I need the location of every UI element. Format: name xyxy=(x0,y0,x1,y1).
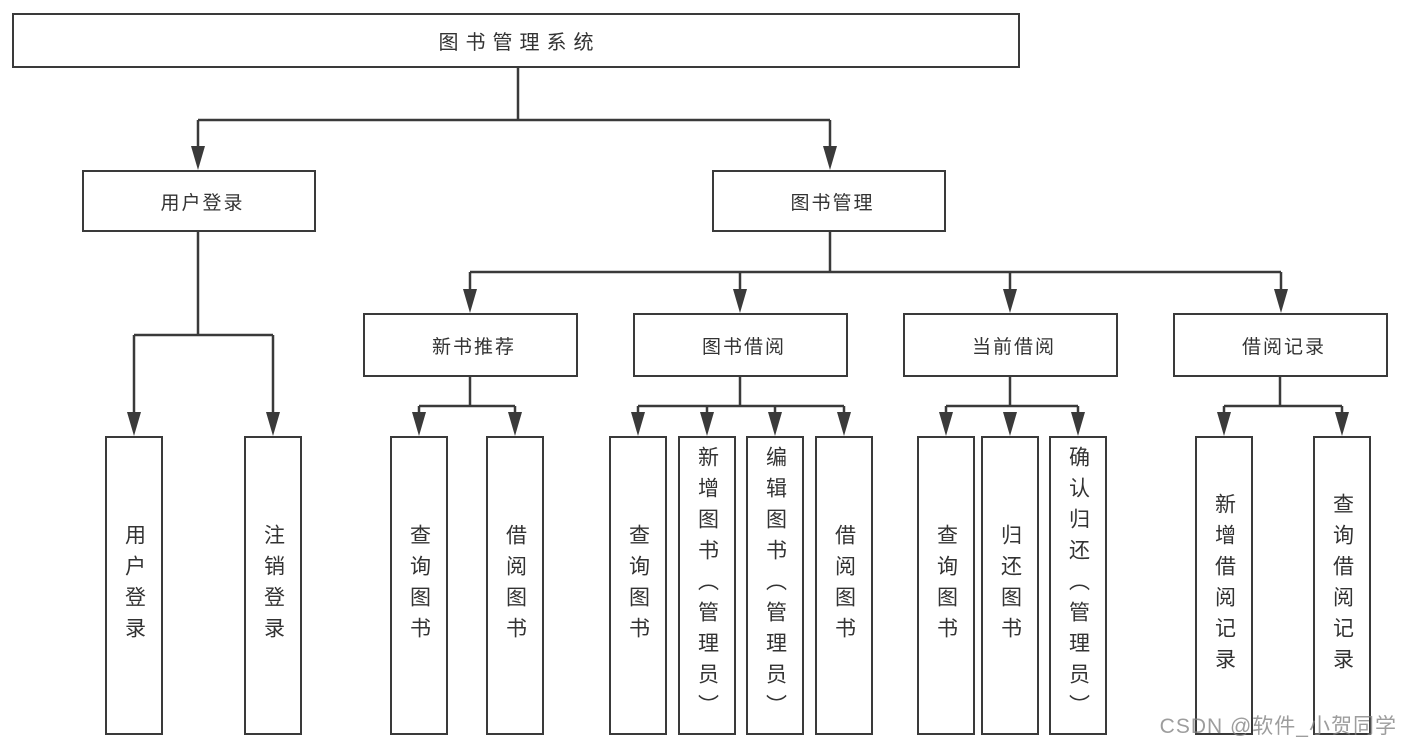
node-label: 借阅图书 xyxy=(832,523,856,648)
leaf-user-login: 用户登录 xyxy=(105,436,163,735)
node-label: 新书推荐 xyxy=(431,336,516,358)
arrow-down-icon xyxy=(733,289,747,313)
node-label: 新增图书（管理员） xyxy=(695,446,719,725)
arrow-down-icon xyxy=(463,289,477,313)
node-label: 归还图书 xyxy=(998,523,1022,648)
node-label: 用户登录 xyxy=(160,192,245,214)
arrow-down-icon xyxy=(823,146,837,170)
node-book-management: 图书管理 xyxy=(712,170,946,232)
arrow-down-icon xyxy=(631,412,645,436)
node-label: 借阅图书 xyxy=(503,523,527,648)
node-label: 确认归还（管理员） xyxy=(1066,446,1090,725)
arrow-down-icon xyxy=(412,412,426,436)
arrow-down-icon xyxy=(837,412,851,436)
arrow-down-icon xyxy=(191,146,205,170)
arrow-down-icon xyxy=(939,412,953,436)
node-label: 新增借阅记录 xyxy=(1212,492,1236,679)
connector-new-book-to-leaves xyxy=(417,377,517,413)
leaf-borrow-books-borrowing: 借阅图书 xyxy=(815,436,873,735)
connector-borrow-records-to-leaves xyxy=(1222,377,1344,413)
arrow-down-icon xyxy=(127,412,141,436)
arrow-down-icon xyxy=(1003,412,1017,436)
node-label: 查询借阅记录 xyxy=(1330,492,1354,679)
arrow-down-icon xyxy=(1217,412,1231,436)
arrow-down-icon xyxy=(1071,412,1085,436)
leaf-return-books: 归还图书 xyxy=(981,436,1039,735)
connector-root-to-l2 xyxy=(196,68,832,148)
arrow-down-icon xyxy=(266,412,280,436)
node-library-management-system: 图书管理系统 xyxy=(12,13,1020,68)
node-label: 借阅记录 xyxy=(1241,336,1326,358)
leaf-query-books-current: 查询图书 xyxy=(917,436,975,735)
node-label: 注销登录 xyxy=(261,523,285,648)
connector-book-management-to-l3 xyxy=(468,232,1283,290)
node-label: 当前借阅 xyxy=(971,336,1056,358)
arrow-down-icon xyxy=(700,412,714,436)
leaf-query-borrow-record: 查询借阅记录 xyxy=(1313,436,1371,735)
node-user-login: 用户登录 xyxy=(82,170,316,232)
node-label: 编辑图书（管理员） xyxy=(763,446,787,725)
node-label: 查询图书 xyxy=(626,523,650,648)
node-label: 用户登录 xyxy=(122,523,146,648)
node-label: 查询图书 xyxy=(407,523,431,648)
node-label: 图书管理 xyxy=(790,192,875,214)
connector-user-login-to-leaves xyxy=(132,232,275,413)
arrow-down-icon xyxy=(1274,289,1288,313)
leaf-add-borrow-record: 新增借阅记录 xyxy=(1195,436,1253,735)
arrow-down-icon xyxy=(768,412,782,436)
node-borrowing-records: 借阅记录 xyxy=(1173,313,1388,377)
leaf-add-book-admin: 新增图书（管理员） xyxy=(678,436,736,735)
node-book-borrowing: 图书借阅 xyxy=(633,313,848,377)
connector-book-borrowing-to-leaves xyxy=(636,377,846,413)
leaf-borrow-books-recommend: 借阅图书 xyxy=(486,436,544,735)
node-label: 图书管理系统 xyxy=(438,32,601,54)
leaf-query-books-borrowing: 查询图书 xyxy=(609,436,667,735)
node-new-book-recommendation: 新书推荐 xyxy=(363,313,578,377)
leaf-edit-book-admin: 编辑图书（管理员） xyxy=(746,436,804,735)
leaf-query-books-recommend: 查询图书 xyxy=(390,436,448,735)
node-label: 图书借阅 xyxy=(701,336,786,358)
arrow-down-icon xyxy=(508,412,522,436)
node-label: 查询图书 xyxy=(934,523,958,648)
connector-current-borrowing-to-leaves xyxy=(944,377,1080,413)
node-current-borrowing: 当前借阅 xyxy=(903,313,1118,377)
leaf-confirm-return-admin: 确认归还（管理员） xyxy=(1049,436,1107,735)
leaf-logout: 注销登录 xyxy=(244,436,302,735)
arrow-down-icon xyxy=(1003,289,1017,313)
arrow-down-icon xyxy=(1335,412,1349,436)
